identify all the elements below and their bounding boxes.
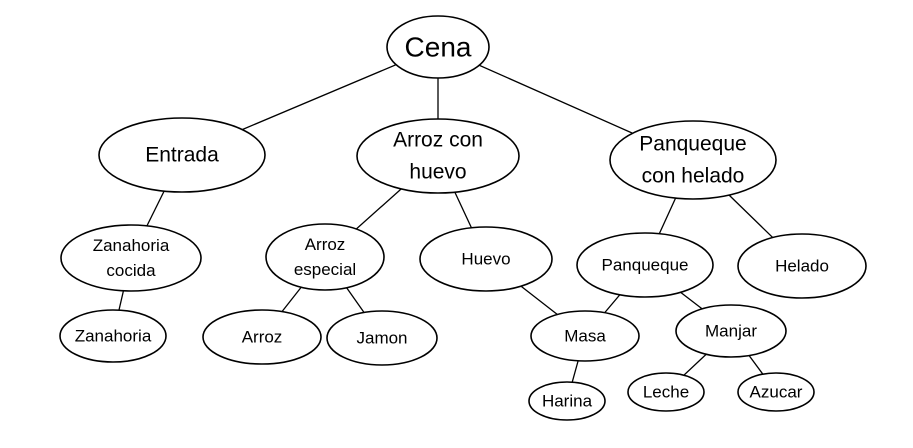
node-panqueque-con-helado: Panqueque con helado — [609, 120, 777, 200]
node-ellipse — [386, 15, 490, 79]
node-jamon: Jamon — [326, 310, 438, 366]
node-label: huevo — [409, 161, 466, 184]
node-azucar: Azucar — [737, 372, 815, 412]
node-ellipse — [98, 117, 266, 193]
node-label: Masa — [564, 327, 606, 346]
node-ellipse — [202, 309, 322, 365]
node-label: Zanahoria — [93, 236, 170, 255]
node-zanahoria: Zanahoria — [59, 309, 167, 363]
node-ellipse — [419, 226, 553, 292]
node-entrada: Entrada — [98, 117, 266, 193]
node-ellipse — [265, 223, 385, 291]
node-ellipse — [326, 310, 438, 366]
node-leche: Leche — [627, 372, 705, 412]
node-label: Arroz — [242, 328, 283, 347]
node-ellipse — [60, 224, 202, 292]
node-ellipse — [59, 309, 167, 363]
node-label: especial — [294, 260, 356, 279]
node-ellipse — [675, 304, 787, 358]
node-arroz-especial: Arroz especial — [265, 223, 385, 291]
node-label: Huevo — [461, 250, 510, 269]
node-cena: Cena — [386, 15, 490, 79]
node-label: Arroz con — [393, 129, 483, 152]
node-label: Arroz — [305, 235, 346, 254]
node-manjar: Manjar — [675, 304, 787, 358]
node-ellipse — [530, 310, 640, 362]
node-label: con helado — [642, 165, 745, 188]
node-ellipse — [576, 232, 714, 298]
node-ellipse — [737, 233, 867, 299]
node-label: Panqueque — [639, 133, 746, 156]
node-arroz-con-huevo: Arroz con huevo — [356, 118, 520, 194]
node-label: Leche — [643, 383, 689, 402]
node-label: Panqueque — [602, 256, 689, 275]
node-label: cocida — [106, 261, 156, 280]
node-harina: Harina — [528, 381, 606, 421]
node-label: Harina — [542, 392, 593, 411]
node-helado: Helado — [737, 233, 867, 299]
node-zanahoria-cocida: Zanahoria cocida — [60, 224, 202, 292]
node-huevo: Huevo — [419, 226, 553, 292]
node-panqueque: Panqueque — [576, 232, 714, 298]
node-ellipse — [528, 381, 606, 421]
node-ellipse — [356, 118, 520, 194]
node-ellipse — [609, 120, 777, 200]
node-label: Manjar — [705, 322, 757, 341]
node-label: Helado — [775, 257, 829, 276]
node-ellipse — [737, 372, 815, 412]
node-label: Zanahoria — [75, 327, 152, 346]
node-arroz: Arroz — [202, 309, 322, 365]
node-label: Entrada — [145, 144, 219, 167]
node-label: Jamon — [356, 329, 407, 348]
node-label: Azucar — [750, 383, 803, 402]
node-ellipse — [627, 372, 705, 412]
node-masa: Masa — [530, 310, 640, 362]
node-label: Cena — [405, 32, 472, 63]
